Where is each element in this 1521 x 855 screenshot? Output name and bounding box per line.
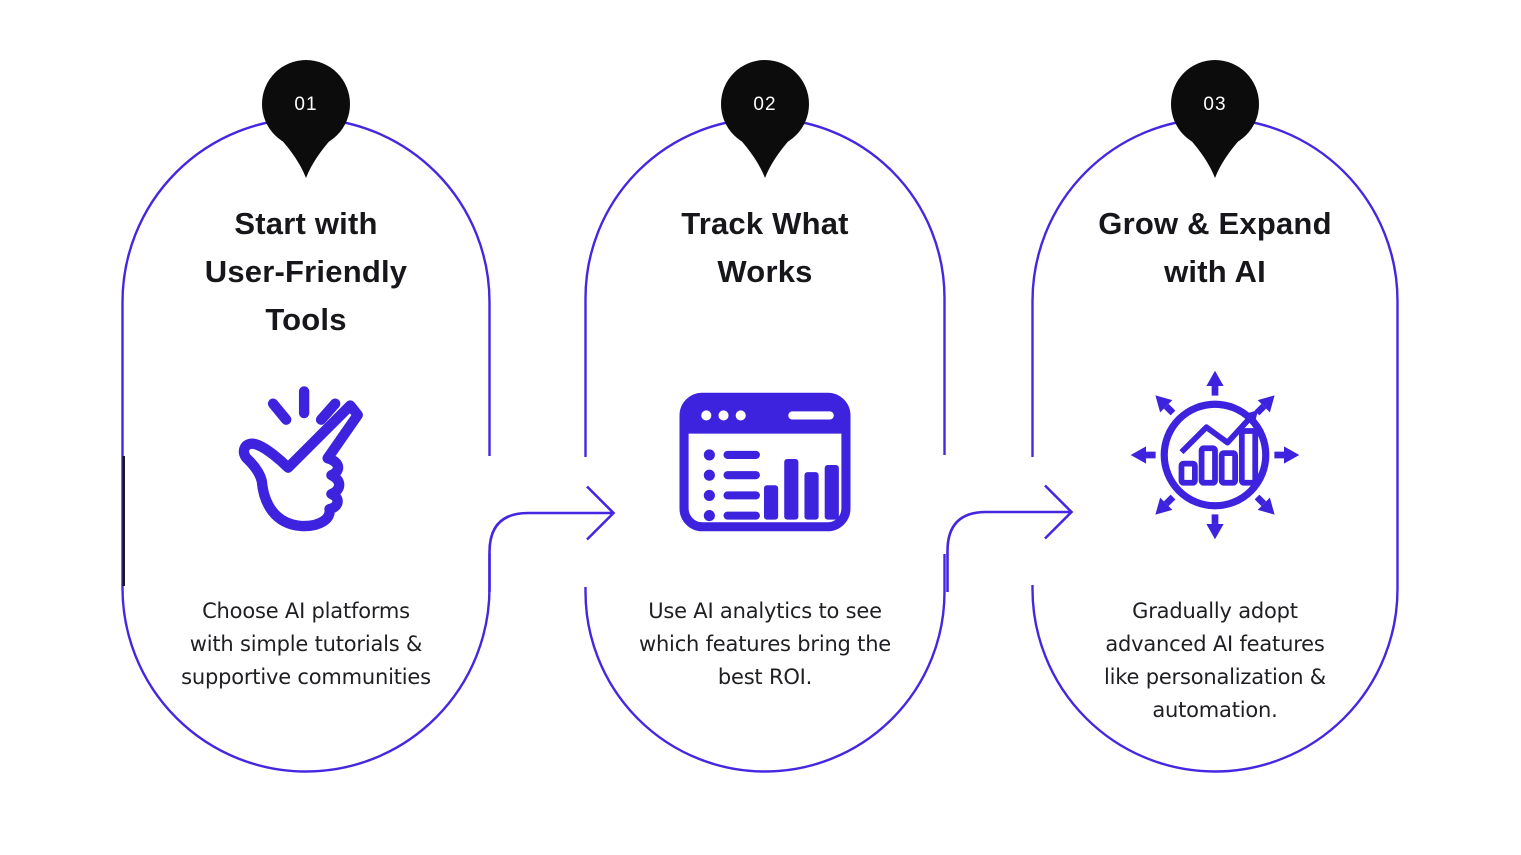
pin-shape: [262, 60, 350, 178]
step2-number-pin: 02: [719, 60, 811, 184]
border-gap: [484, 456, 495, 554]
step3-number: 03: [1203, 94, 1227, 115]
step-card-1: 01 Start with User-Friendly Tools Choose…: [122, 60, 490, 772]
step1-description: Choose AI platforms with simple tutorial…: [181, 599, 431, 689]
step1-number-pin: 01: [260, 60, 352, 184]
pin-shape: [721, 60, 809, 178]
border-gap: [1027, 457, 1038, 585]
step1-title: Start with User-Friendly Tools: [204, 206, 408, 337]
step2-number: 02: [753, 94, 777, 115]
step3-description: Gradually adopt advanced AI features lik…: [1104, 599, 1326, 722]
arrow-step1-to-step2: [488, 485, 616, 592]
border-gap: [942, 455, 953, 554]
step3-title: Grow & Expand with AI: [1098, 206, 1332, 289]
step1-number: 01: [294, 94, 318, 115]
step-card-2: 02 Track What Works: [585, 60, 945, 772]
step3-number-pin: 03: [1169, 60, 1261, 184]
step2-title: Track What Works: [681, 206, 849, 289]
arrow-step2-to-step3: [946, 484, 1074, 592]
border-gap: [580, 457, 591, 587]
pin-shape: [1171, 60, 1259, 178]
step-card-3: 03 Grow & Expand with AI: [1032, 60, 1398, 772]
snap-fingers-easy-icon: [226, 376, 386, 553]
radiating-arrows: [1130, 370, 1300, 540]
growth-expand-icon: [1124, 364, 1306, 551]
step2-description: Use AI analytics to see which features b…: [638, 599, 892, 689]
analytics-dashboard-icon: [679, 392, 851, 537]
